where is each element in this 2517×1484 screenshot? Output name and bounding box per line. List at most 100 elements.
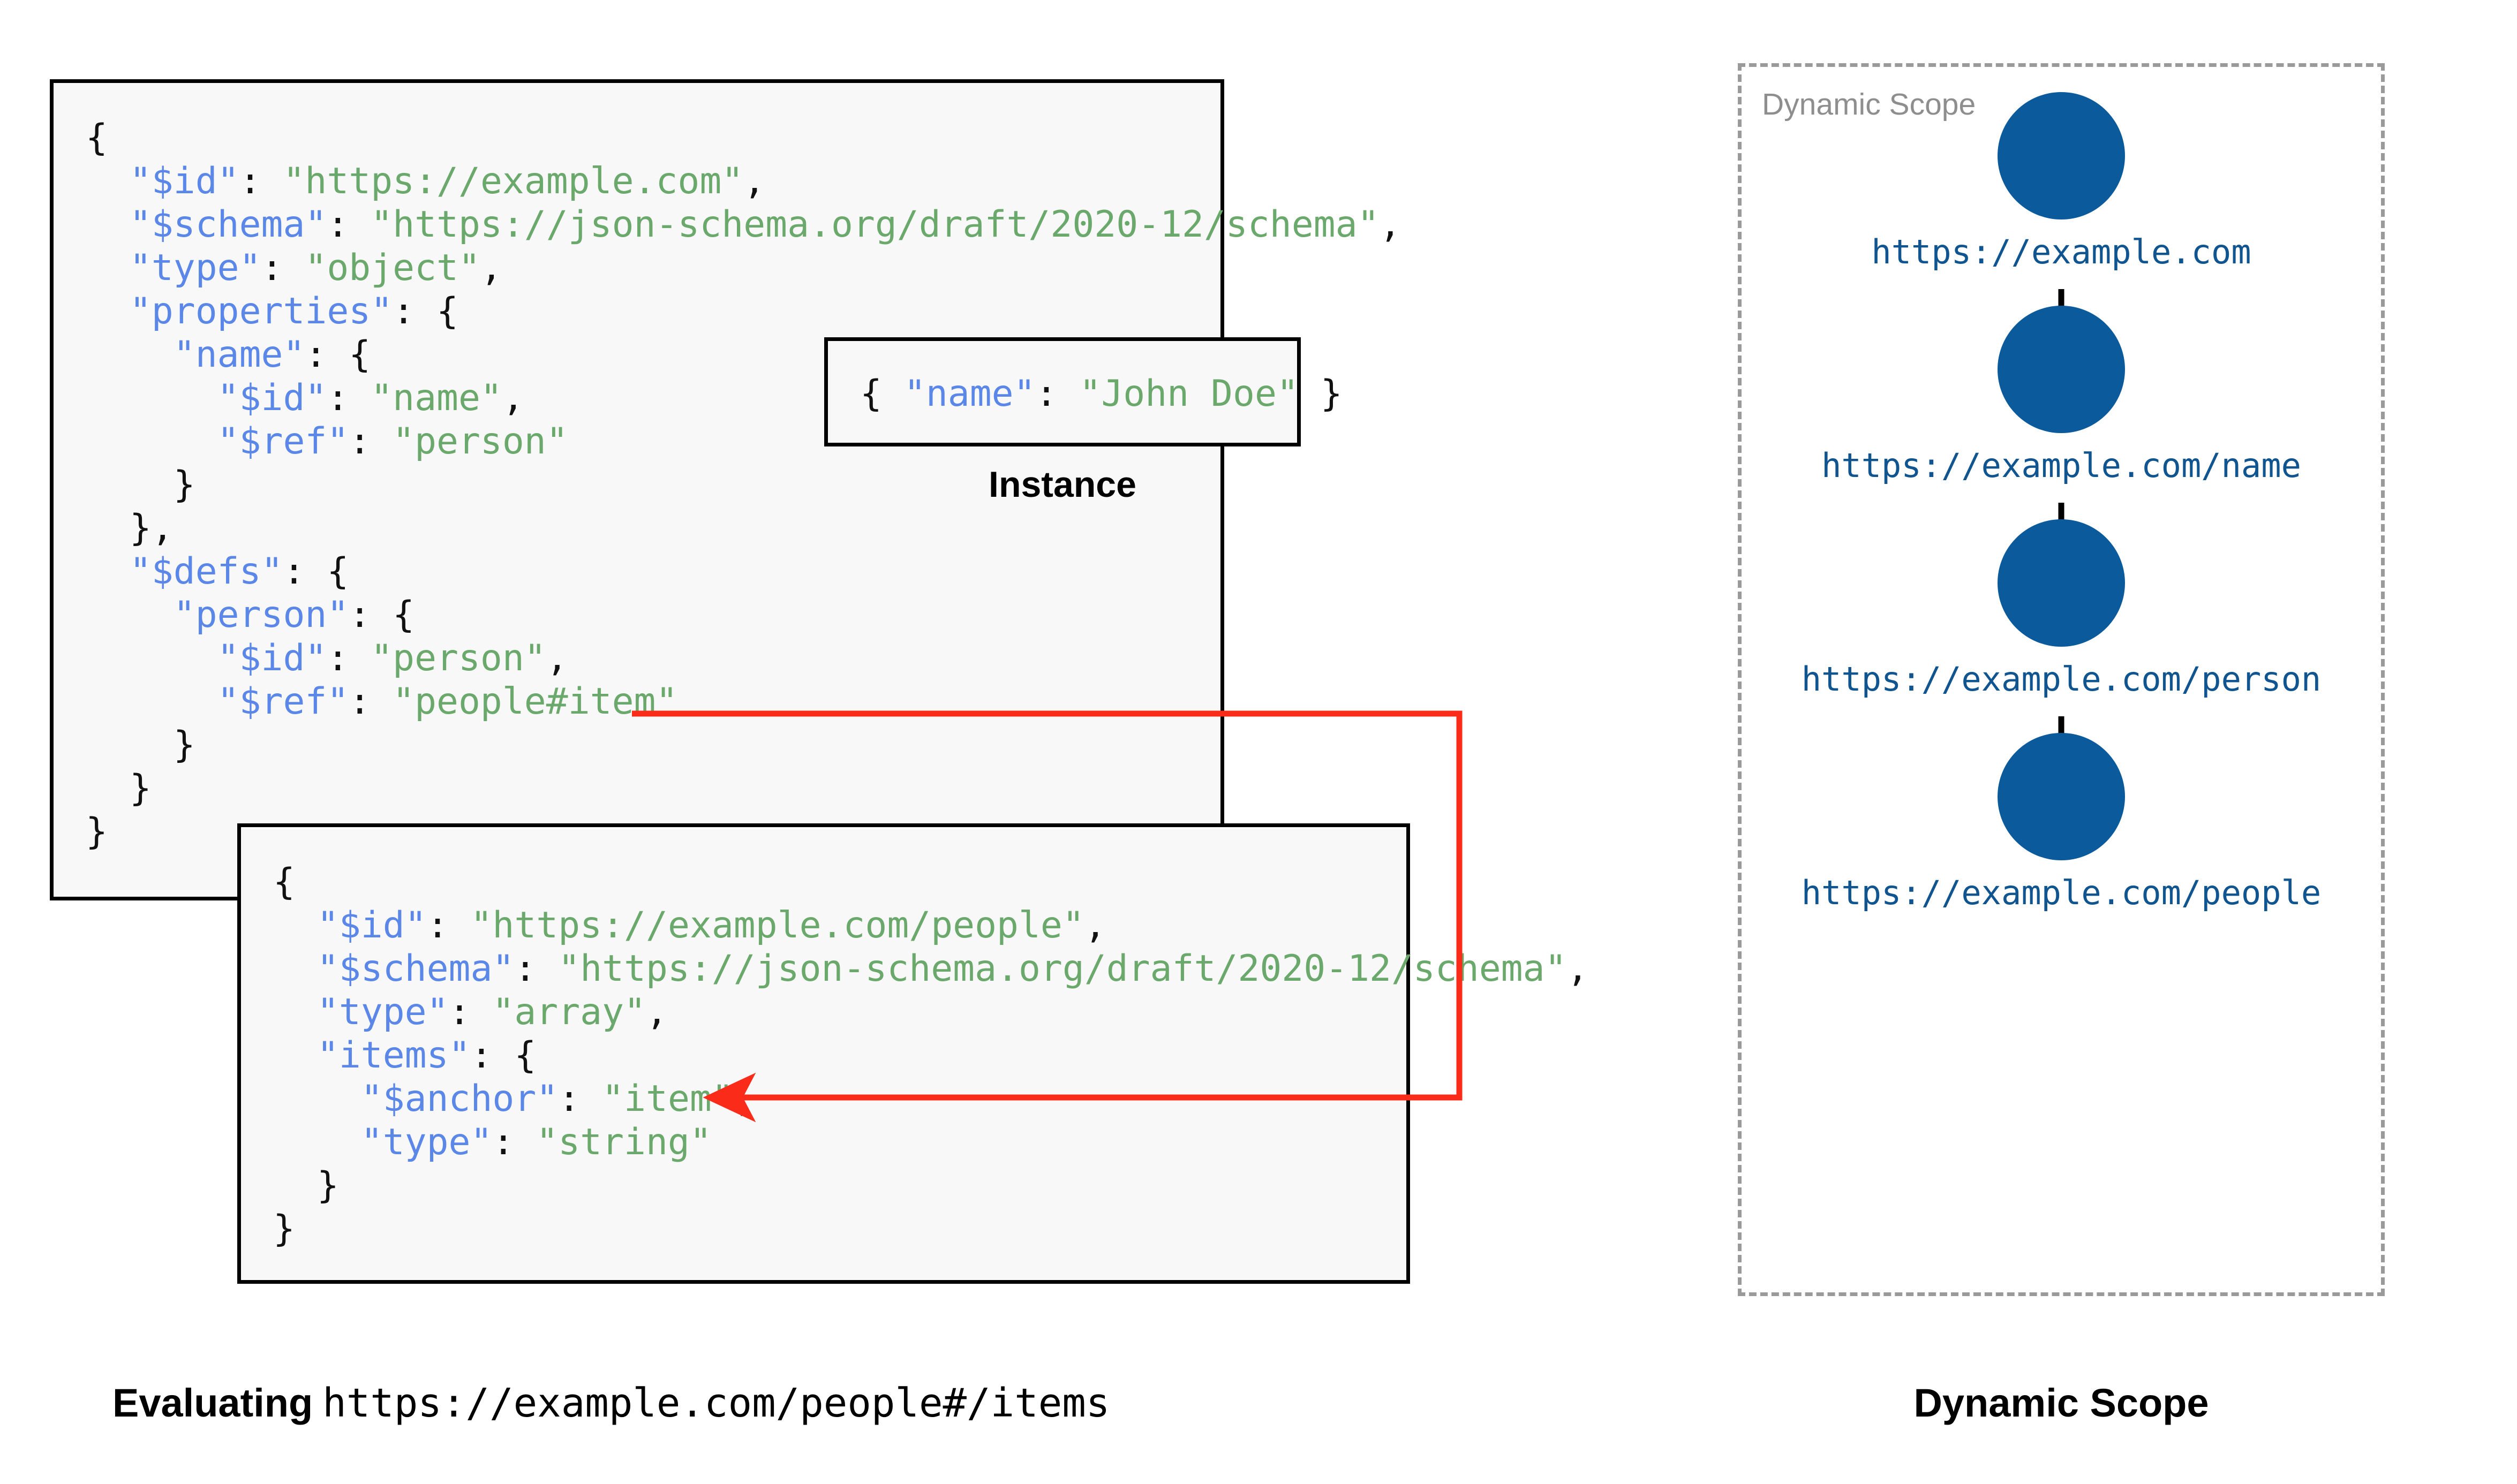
code-token-str: "string" — [536, 1121, 712, 1163]
code-token-str: "people#item" — [393, 680, 678, 723]
code-token-key: "$schema" — [316, 948, 515, 990]
code-token-punct — [86, 420, 217, 463]
code-token-str: "object" — [305, 247, 480, 289]
people-schema-code: { "$id": "https://example.com/people", "… — [273, 860, 1588, 1251]
code-token-punct: }, — [86, 507, 174, 549]
code-token-key: "$ref" — [217, 420, 349, 463]
code-token-punct: : — [426, 904, 471, 947]
dynamic-scope-caption: Dynamic Scope — [1913, 1381, 2209, 1425]
code-token-punct — [86, 334, 174, 376]
code-token-punct: , — [1379, 203, 1401, 246]
code-token-key: "$anchor" — [360, 1078, 559, 1120]
code-token-punct: , — [1566, 948, 1589, 990]
code-token-punct: : { — [349, 594, 415, 636]
code-token-punct: { — [273, 861, 295, 903]
code-token-str: "name" — [371, 377, 502, 419]
code-token-punct: , — [1084, 904, 1106, 947]
people-schema-box: { "$id": "https://example.com/people", "… — [237, 823, 1588, 1284]
code-token-key: "$id" — [316, 904, 427, 947]
code-token-punct: : — [514, 948, 559, 990]
code-line: "type": "array", — [273, 990, 1588, 1034]
code-token-punct: } — [86, 767, 152, 809]
code-token-punct: } — [86, 811, 108, 853]
code-token-str: "https://json-schema.org/draft/2020-12/s… — [558, 948, 1567, 990]
code-token-punct: } — [86, 464, 195, 506]
code-token-punct — [273, 1078, 361, 1120]
code-token-punct — [86, 680, 217, 723]
evaluating-label: Evaluating — [112, 1381, 313, 1425]
code-line: "$ref": "people#item" — [86, 680, 1401, 723]
code-token-punct: , — [646, 991, 668, 1033]
code-line: "$id": "name", — [86, 376, 1401, 420]
code-token-punct: : — [327, 637, 371, 679]
code-token-punct: : — [349, 680, 393, 723]
root-schema-code: { "$id": "https://example.com", "$schema… — [86, 116, 1401, 853]
code-token-punct: : { — [283, 550, 349, 593]
code-token-punct — [273, 904, 317, 947]
dynamic-scope-inner-label: Dynamic Scope — [1762, 87, 1976, 122]
code-token-str: "item" — [602, 1078, 734, 1120]
code-token-punct: : { — [393, 290, 458, 332]
code-line: "person": { — [86, 593, 1401, 637]
code-line: } — [86, 767, 1401, 810]
code-token-punct: : — [1035, 373, 1080, 415]
code-token-punct: , — [502, 377, 524, 419]
code-token-punct: : — [327, 377, 371, 419]
code-token-str: "person" — [393, 420, 568, 463]
code-line: "$id": "person", — [86, 637, 1401, 680]
code-token-key: "properties" — [129, 290, 393, 332]
evaluating-uri: https://example.com/people#/items — [322, 1380, 1110, 1426]
code-line: } — [273, 1207, 1588, 1251]
code-token-punct: , — [480, 247, 502, 289]
code-token-punct: : — [558, 1078, 602, 1120]
code-line: { — [86, 116, 1401, 160]
code-token-punct: } — [273, 1164, 339, 1207]
code-line: "name": { — [86, 333, 1401, 376]
code-token-key: "type" — [316, 991, 449, 1033]
code-line: }, — [86, 506, 1401, 550]
code-token-punct — [86, 550, 130, 593]
code-token-punct: : — [349, 420, 393, 463]
code-token-punct: : { — [470, 1034, 537, 1077]
code-token-punct: : — [261, 247, 305, 289]
code-token-str: "John Doe" — [1079, 373, 1299, 415]
code-token-punct — [86, 247, 130, 289]
code-token-punct — [86, 637, 217, 679]
code-token-key: "name" — [903, 373, 1036, 415]
code-token-key: "name" — [173, 334, 305, 376]
code-token-key: "items" — [316, 1034, 471, 1077]
code-line: } — [273, 1164, 1588, 1207]
code-token-str: "person" — [371, 637, 546, 679]
code-token-key: "type" — [129, 247, 261, 289]
code-token-punct — [273, 991, 317, 1033]
code-token-punct: } — [86, 724, 195, 766]
scope-node-circle — [1998, 733, 2125, 860]
scope-node-circle — [1998, 519, 2125, 647]
code-token-str: "https://example.com" — [283, 160, 744, 202]
code-line: "$defs": { — [86, 550, 1401, 593]
code-line: "properties": { — [86, 290, 1401, 333]
code-token-punct — [86, 203, 130, 246]
instance-code: { "name": "John Doe" } — [860, 372, 1343, 415]
code-token-key: "$id" — [217, 637, 327, 679]
code-line: "$schema": "https://json-schema.org/draf… — [273, 947, 1589, 990]
code-token-punct: : — [448, 991, 493, 1033]
code-line: "$anchor": "item", — [273, 1077, 1588, 1120]
scope-node-label: https://example.com/people — [1801, 873, 2322, 912]
code-token-punct — [273, 948, 317, 990]
code-token-punct: : { — [305, 334, 371, 376]
code-line: "$id": "https://example.com", — [86, 160, 1401, 203]
code-line: "$schema": "https://json-schema.org/draf… — [86, 203, 1401, 246]
code-line: } — [86, 463, 1401, 506]
code-token-key: "person" — [173, 594, 349, 636]
code-line: "$ref": "person" — [86, 420, 1401, 463]
scope-node-0: https://example.com — [1738, 92, 2385, 271]
code-token-punct: : — [327, 203, 371, 246]
code-line: "items": { — [273, 1034, 1588, 1077]
code-token-str: "https://json-schema.org/draft/2020-12/s… — [371, 203, 1380, 246]
code-token-punct: { — [860, 373, 904, 415]
code-token-punct — [86, 594, 174, 636]
code-token-key: "$id" — [129, 160, 239, 202]
code-line: { "name": "John Doe" } — [860, 372, 1343, 415]
